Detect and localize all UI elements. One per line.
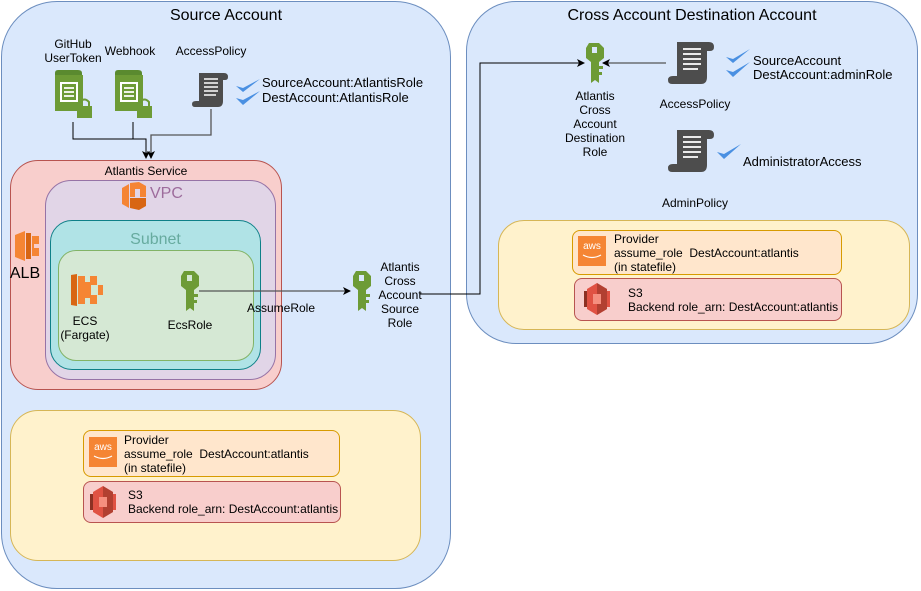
webhook-label: Webhook bbox=[104, 44, 156, 58]
dest-role-line-4: Destination bbox=[564, 131, 626, 145]
source-account-title: Source Account bbox=[169, 7, 283, 24]
ecs-role-label: EcsRole bbox=[167, 318, 213, 332]
source-role-line-1: Atlantis bbox=[380, 260, 420, 274]
aws-logo-text: aws bbox=[94, 442, 112, 453]
secret-lock-icon[interactable] bbox=[54, 69, 94, 121]
dest-role-key-icon[interactable] bbox=[584, 42, 606, 84]
admin-checkmark-icon bbox=[717, 144, 741, 159]
admin-policy-document-icon[interactable] bbox=[667, 128, 717, 174]
dest-s3-title: S3 bbox=[628, 286, 643, 300]
assume-role-label: AssumeRole bbox=[246, 301, 316, 315]
vpc-label: VPC bbox=[150, 185, 183, 202]
aws-logo-icon bbox=[89, 437, 117, 467]
github-token-label-line2: UserToken bbox=[44, 51, 102, 65]
source-role-line-4: Source bbox=[380, 302, 420, 316]
dest-aws-logo-text: aws bbox=[583, 241, 601, 252]
source-role-line-5: Role bbox=[387, 316, 413, 330]
source-s3-title: S3 bbox=[128, 488, 143, 502]
admin-policy-label: AdminPolicy bbox=[661, 196, 729, 210]
admin-policy-item-1: AdministratorAccess bbox=[743, 154, 862, 169]
dest-role-line-2: Cross bbox=[579, 103, 611, 117]
ecs-label-line2: (Fargate) bbox=[60, 328, 110, 342]
source-provider-title: Provider bbox=[124, 433, 169, 447]
s3-bucket-icon bbox=[90, 486, 116, 518]
source-provider-box[interactable] bbox=[83, 430, 340, 477]
source-provider-statefile: (in statefile) bbox=[124, 461, 187, 475]
dest-role-line-3: Account bbox=[573, 117, 617, 131]
dest-s3-box[interactable] bbox=[574, 278, 842, 321]
ecs-role-key-icon[interactable] bbox=[179, 270, 201, 312]
source-role-line-2: Cross bbox=[384, 274, 416, 288]
source-role-key-icon[interactable] bbox=[351, 270, 373, 312]
dest-access-policy-label: AccessPolicy bbox=[659, 97, 731, 111]
ecs-label-line1: ECS bbox=[72, 314, 98, 328]
source-policy-item-2: DestAccount:AtlantisRole bbox=[262, 90, 409, 105]
webhook-secret-icon[interactable] bbox=[114, 69, 154, 121]
dest-s3-backend: Backend role_arn: DestAccount:atlantis bbox=[628, 300, 839, 314]
atlantis-service-label: Atlantis Service bbox=[104, 164, 188, 178]
vpc-icon bbox=[122, 182, 146, 210]
dest-account-title: Cross Account Destination Account bbox=[567, 7, 817, 24]
alb-label: ALB bbox=[9, 265, 41, 282]
source-policy-item-1: SourceAccount:AtlantisRole bbox=[262, 75, 424, 90]
dest-checkmark-icon bbox=[726, 49, 750, 77]
dest-s3-bucket-icon bbox=[584, 283, 610, 315]
ecs-fargate-icon bbox=[71, 274, 103, 306]
dest-role-line-1: Atlantis bbox=[575, 89, 615, 103]
dest-access-policy-document-icon[interactable] bbox=[667, 40, 717, 86]
source-s3-box[interactable] bbox=[83, 481, 341, 523]
github-token-label-line1: GitHub bbox=[54, 37, 92, 51]
dest-aws-smile-icon bbox=[582, 254, 602, 259]
subnet-label: Subnet bbox=[130, 231, 181, 248]
ecs-compute-group bbox=[58, 250, 254, 361]
access-policy-label: AccessPolicy bbox=[175, 44, 247, 58]
dest-provider-assume-role: assume_role DestAccount:atlantis bbox=[614, 246, 799, 260]
dest-policy-item-1: SourceAccount bbox=[753, 53, 842, 68]
dest-role-line-5: Role bbox=[582, 145, 608, 159]
checkmark-icon bbox=[236, 79, 260, 105]
dest-provider-title: Provider bbox=[614, 232, 659, 246]
source-provider-assume-role: assume_role DestAccount:atlantis bbox=[124, 447, 309, 461]
access-policy-document-icon[interactable] bbox=[191, 71, 231, 109]
source-s3-backend: Backend role_arn: DestAccount:atlantis bbox=[128, 502, 339, 516]
dest-policy-item-2: DestAccount:adminRole bbox=[753, 67, 893, 82]
source-role-line-3: Account bbox=[378, 288, 422, 302]
alb-icon bbox=[15, 231, 39, 261]
dest-provider-statefile: (in statefile) bbox=[614, 260, 677, 274]
aws-smile-icon bbox=[93, 455, 113, 460]
